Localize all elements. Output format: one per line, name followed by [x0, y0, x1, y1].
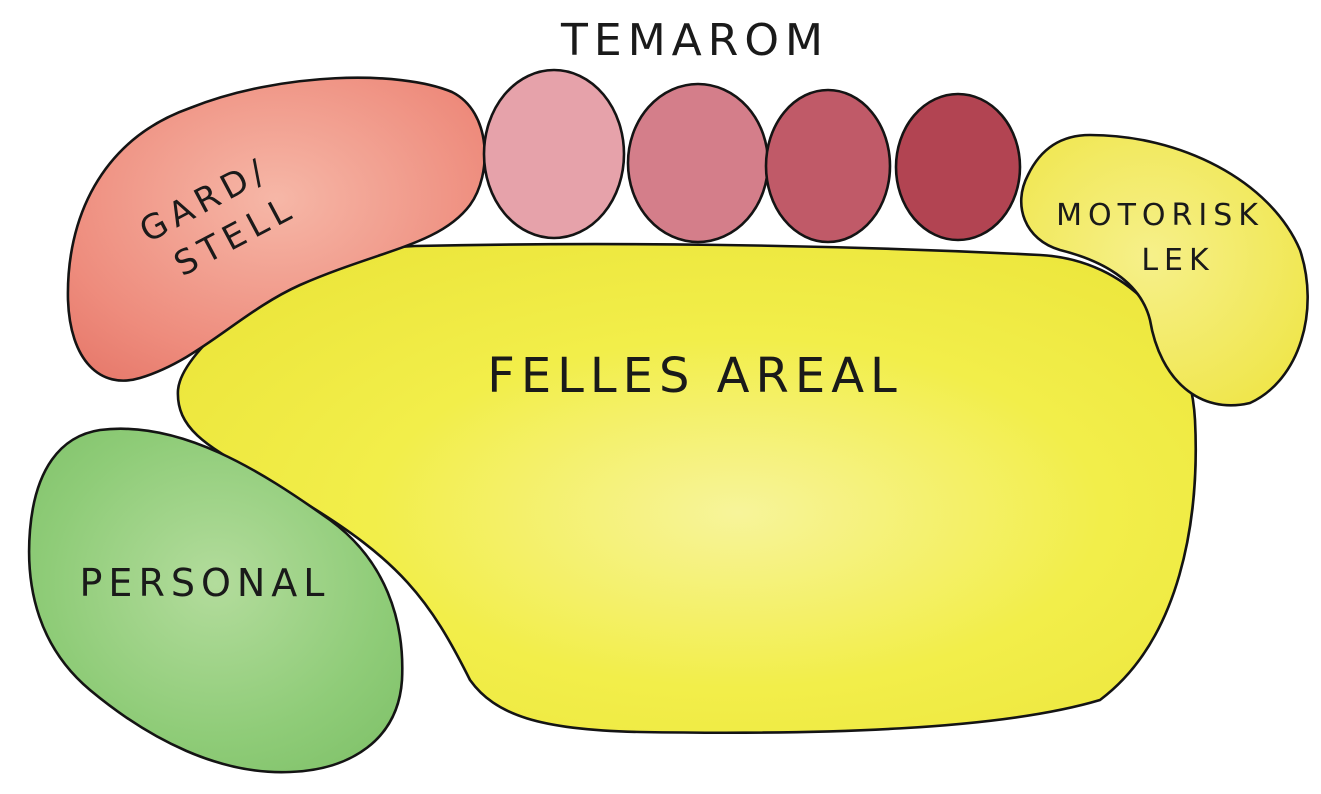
temarom-room-1 — [484, 70, 624, 238]
temarom-room-2 — [628, 84, 768, 242]
motorisk-label: MOTORISK — [1056, 198, 1264, 233]
temarom-room-3 — [766, 90, 890, 242]
felles-areal-label: FELLES AREAL — [487, 348, 903, 404]
personal-label: PERSONAL — [80, 561, 331, 605]
lek-label: LEK — [1141, 243, 1214, 278]
temarom-title: TEMAROM — [560, 15, 829, 66]
temarom-room-4 — [896, 94, 1020, 240]
